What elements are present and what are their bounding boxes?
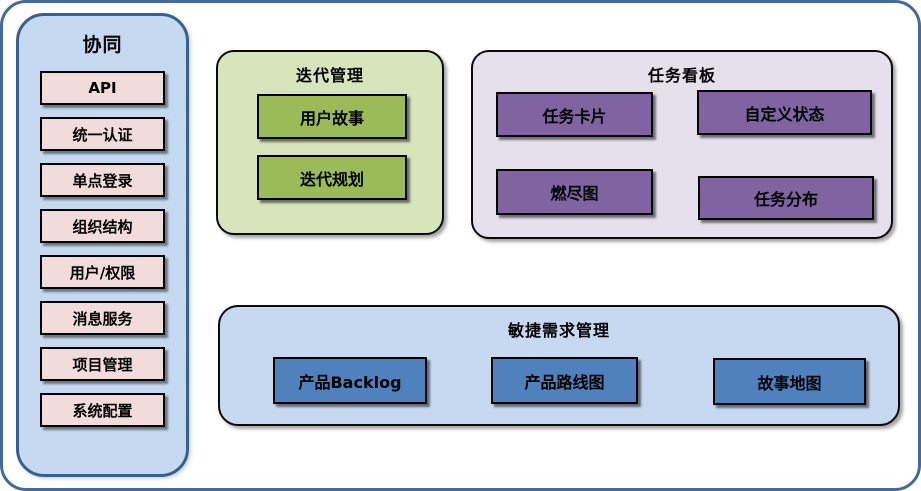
node-task-card: 任务卡片	[496, 92, 653, 137]
node-custom-status: 自定义状态	[697, 90, 872, 135]
node-api: API	[40, 71, 165, 105]
node-org-structure: 组织结构	[40, 209, 165, 243]
panel-task-board: 任务看板 任务卡片 自定义状态 燃尽图 任务分布	[471, 50, 893, 239]
node-user-story: 用户故事	[257, 94, 407, 139]
panel-collaboration: 协同 API 统一认证 单点登录 组织结构 用户/权限 消息服务 项目管理 系统…	[16, 13, 189, 477]
node-burndown-chart: 燃尽图	[496, 169, 653, 215]
node-user-permissions: 用户/权限	[40, 255, 165, 289]
node-single-sign-on: 单点登录	[40, 163, 165, 197]
node-iteration-planning: 迭代规划	[257, 155, 407, 200]
node-unified-auth: 统一认证	[40, 117, 165, 151]
node-project-management: 项目管理	[40, 347, 165, 381]
node-story-map: 故事地图	[713, 358, 866, 405]
panel-iteration-title: 迭代管理	[295, 66, 364, 85]
panel-collaboration-title: 协同	[82, 34, 123, 56]
node-task-distribution: 任务分布	[698, 176, 874, 220]
panel-requirements-title: 敏捷需求管理	[507, 321, 610, 340]
panel-taskboard-title: 任务看板	[647, 66, 716, 85]
node-product-backlog: 产品Backlog	[273, 357, 427, 404]
collaboration-node-list: API 统一认证 单点登录 组织结构 用户/权限 消息服务 项目管理 系统配置	[40, 71, 165, 427]
node-product-roadmap: 产品路线图	[491, 357, 638, 404]
node-system-config: 系统配置	[40, 393, 165, 427]
panel-iteration-management: 迭代管理 用户故事 迭代规划	[216, 50, 444, 235]
node-message-service: 消息服务	[40, 301, 165, 335]
panel-agile-requirements: 敏捷需求管理 产品Backlog 产品路线图 故事地图	[218, 305, 900, 426]
